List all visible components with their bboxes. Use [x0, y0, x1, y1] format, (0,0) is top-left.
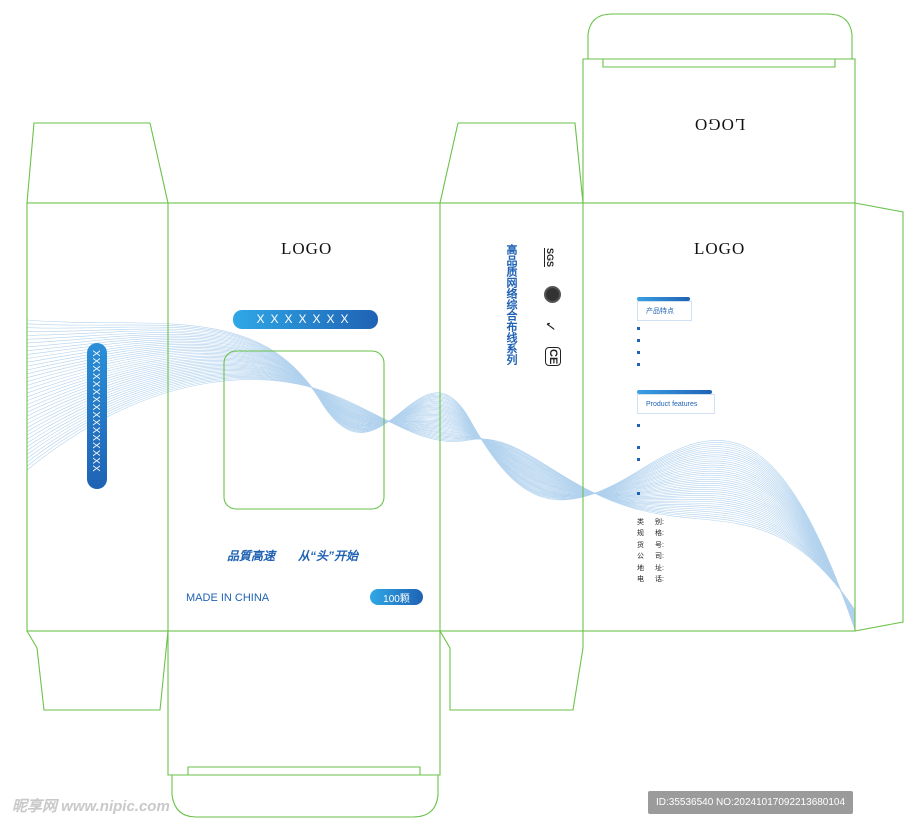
section1-title: 产品特点 [646, 308, 674, 315]
wave-line [26, 370, 856, 615]
spec-row: 货号: [637, 542, 664, 549]
section1-title-box: 产品特点 [637, 301, 692, 321]
wave-line [26, 358, 856, 619]
wave-line [26, 362, 856, 618]
wave-line [26, 378, 856, 611]
watermark-site: 昵享网 www.nipic.com [12, 798, 170, 815]
wave-line [26, 334, 856, 628]
front-slogan-right: 从“头”开始 [298, 549, 359, 563]
side-vertical-pill [87, 343, 107, 489]
spec-row: 电话: [637, 576, 664, 583]
wave-line [26, 355, 856, 620]
back-logo: LOGO [694, 239, 746, 258]
wave-line [26, 372, 856, 614]
wave-lines-decoration [26, 319, 856, 631]
wave-line [26, 376, 856, 612]
section2-tab [637, 390, 712, 394]
wave-line [26, 375, 856, 613]
bullet-dot [637, 446, 640, 449]
wave-line [26, 351, 856, 622]
wave-line [26, 328, 856, 629]
wave-line [26, 326, 856, 630]
bullet-dot [637, 424, 640, 427]
ce-cert-icon: CE [545, 347, 561, 367]
section1-tab [637, 297, 690, 301]
wave-line [26, 366, 856, 616]
wave-line [26, 371, 856, 614]
front-made-in-china: MADE IN CHINA [186, 592, 270, 604]
spec-row: 地址: [637, 565, 664, 572]
section2-title-box: Product features [637, 394, 715, 414]
wave-line [26, 373, 856, 613]
wave-line [26, 345, 856, 624]
side-vertical-pill-text: XXXXXXXXXXXXXXXX [90, 350, 101, 473]
wave-line [26, 343, 856, 624]
front-slogan-left: 品質高速 [227, 549, 276, 563]
wave-line [26, 367, 856, 616]
spec-row: 公司: [637, 553, 664, 560]
sgs-cert-icon: SGS [545, 248, 555, 268]
wave-line [26, 348, 856, 623]
wave-line [26, 365, 856, 617]
front-count-text: 100颗 [383, 594, 410, 605]
wave-line [26, 369, 856, 615]
front-count-badge: 100颗 [370, 589, 423, 605]
section2-title: Product features [646, 401, 698, 408]
side-series-title: 高品质网络综合布线系列 [505, 244, 517, 365]
bullet-dot [637, 492, 640, 495]
wave-line [26, 337, 856, 627]
quality-seal-icon [544, 286, 561, 303]
spec-row: 类别: [637, 519, 664, 526]
wave-line [26, 352, 856, 621]
front-name-pill-text: XXXXXXX [256, 312, 355, 326]
wave-line [26, 323, 856, 630]
wave-line [26, 361, 856, 618]
bullet-dot [637, 339, 640, 342]
wave-line [26, 377, 856, 612]
bullet-dot [637, 458, 640, 461]
wave-line [26, 379, 856, 611]
bullet-dot [637, 327, 640, 330]
front-logo: LOGO [281, 239, 333, 258]
front-name-pill: XXXXXXX [233, 310, 378, 329]
wave-line [26, 354, 856, 621]
dieline-outline [26, 13, 904, 818]
check-mark-icon: ✓ [542, 320, 559, 333]
wave-line [26, 357, 856, 620]
watermark-id: ID:35536540 NO:20241017092213680104 [648, 791, 854, 814]
wave-line [26, 347, 856, 623]
bullet-dot [637, 351, 640, 354]
wave-line [26, 360, 856, 619]
bullet-dot [637, 363, 640, 366]
wave-line [26, 363, 856, 617]
spec-row: 规格: [637, 530, 664, 537]
top-flap-logo: LOGO [694, 115, 746, 134]
wave-line [26, 350, 856, 622]
